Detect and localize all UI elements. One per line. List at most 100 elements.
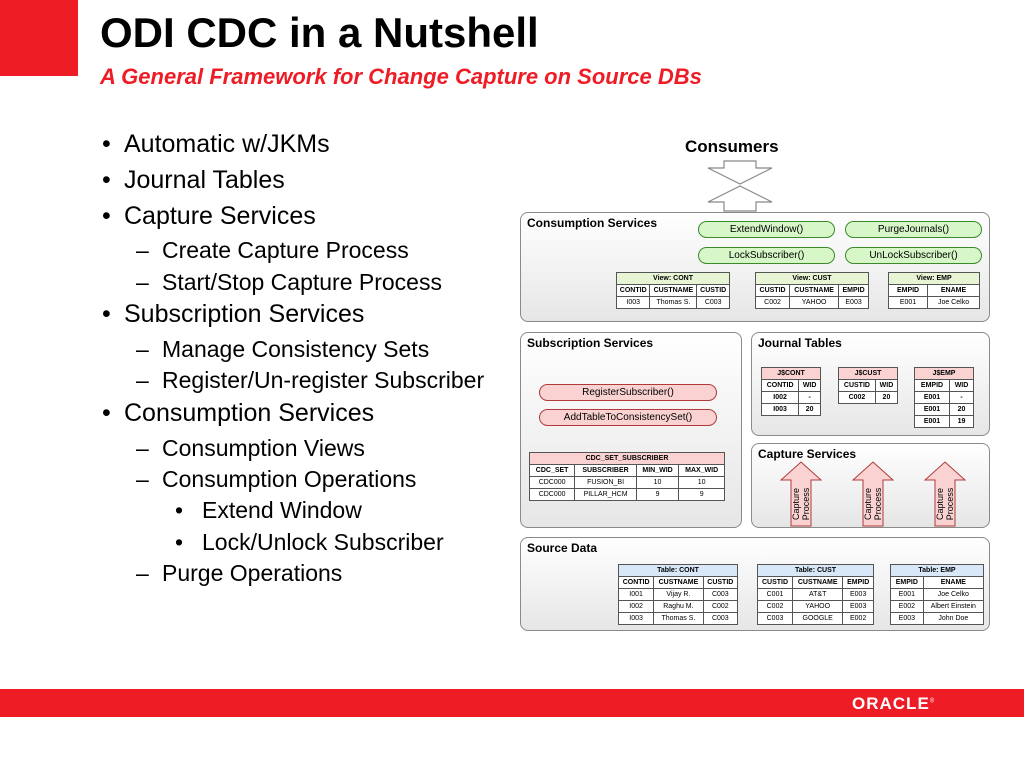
sub-bullet-item: Consumption Views	[100, 435, 500, 462]
page-title: ODI CDC in a Nutshell	[100, 9, 539, 56]
unlock-subscriber-button[interactable]: UnLockSubscriber()	[845, 247, 982, 264]
column-header: EMPID	[842, 576, 874, 589]
column-header: SUBSCRIBER	[574, 464, 637, 477]
table-cell: 9	[635, 488, 680, 501]
table-cell: PILLAR_HCM	[574, 488, 637, 501]
footer-bar	[0, 689, 1024, 717]
panel-title: Capture Services	[758, 447, 857, 461]
column-header: WID	[949, 379, 974, 392]
table-cell: C002	[702, 600, 739, 613]
capture-process-label: Process	[945, 487, 955, 520]
table-cell: GOOGLE	[791, 612, 844, 625]
column-header: CUSTID	[702, 576, 739, 589]
consumers-label: Consumers	[685, 137, 779, 156]
register-subscriber-button[interactable]: RegisterSubscriber()	[539, 384, 717, 401]
table-cell: YAHOO	[791, 600, 844, 613]
table-cell: 20	[949, 403, 974, 416]
table-caption: J$EMP	[914, 367, 974, 380]
add-table-to-consistency-set-button[interactable]: AddTableToConsistencySet()	[539, 409, 717, 426]
table-cell: CDC000	[528, 476, 576, 489]
table-cell: E003	[838, 296, 869, 309]
column-header: CUSTNAME	[789, 284, 840, 297]
capture-process-label: Process	[801, 487, 811, 520]
column-header: CUSTNAME	[653, 576, 704, 589]
table-cell: YAHOO	[789, 296, 840, 309]
table-caption: CDC_SET_SUBSCRIBER	[529, 452, 725, 465]
column-header: CONTID	[617, 576, 655, 589]
table-cell: I003	[617, 612, 655, 625]
column-header: EMPID	[913, 379, 951, 392]
table-caption: Table: CUST	[757, 564, 874, 577]
table-cell: Joe Celko	[927, 296, 980, 309]
bidirectional-arrow-icon	[707, 160, 773, 212]
table-cell: E001	[913, 415, 951, 428]
table-row: I002-	[760, 391, 821, 404]
table-cell: C003	[702, 612, 739, 625]
table-cell: E001	[913, 403, 951, 416]
column-header: ENAME	[922, 576, 985, 589]
table-cell: C003	[696, 296, 730, 309]
capture-process-label: Process	[873, 487, 883, 520]
column-header: CONTID	[760, 379, 800, 392]
table-cell: I003	[760, 403, 800, 416]
table-caption: J$CONT	[761, 367, 821, 380]
capture-process-label: Capture	[791, 488, 801, 520]
table-cell: 20	[798, 403, 821, 416]
red-corner-block	[0, 0, 78, 76]
table-cell: AT&T	[791, 588, 844, 601]
table-cell: C003	[702, 588, 739, 601]
capture-process-arrow-icon: Capture Process	[852, 461, 894, 527]
capture-process-arrow-icon: Capture Process	[924, 461, 966, 527]
table-caption: J$CUST	[838, 367, 898, 380]
table-cell: C002	[757, 600, 793, 613]
subscription-services-panel: Subscription Services RegisterSubscriber…	[520, 332, 742, 528]
column-header: EMPID	[887, 284, 929, 297]
table-cell: Joe Celko	[922, 588, 985, 601]
column-header: CUSTID	[757, 576, 793, 589]
panel-title: Subscription Services	[527, 336, 654, 350]
table-cell: I002	[760, 391, 800, 404]
table-cell: E001	[887, 296, 929, 309]
table-cell: E003	[890, 612, 924, 625]
extend-window-button[interactable]: ExtendWindow()	[698, 221, 835, 238]
table-cell: Albert Einstein	[922, 600, 985, 613]
sub-bullet-item: Manage Consistency Sets	[100, 336, 500, 363]
table-caption: Table: CONT	[618, 564, 738, 577]
column-header: ENAME	[927, 284, 980, 297]
column-header: CDC_SET	[528, 464, 576, 477]
column-header: EMPID	[838, 284, 869, 297]
column-header: WID	[798, 379, 821, 392]
sub-bullet-item: Consumption Operations	[100, 466, 500, 493]
column-header: CUSTNAME	[649, 284, 698, 297]
table-cell: 10	[635, 476, 680, 489]
bullet-item: Capture Services	[100, 202, 500, 231]
consumption-services-panel: Consumption Services ExtendWindow() Purg…	[520, 212, 990, 322]
sub-bullet-item: Register/Un-register Subscriber	[100, 367, 500, 394]
table-cell: John Doe	[922, 612, 985, 625]
registered-mark: ®	[929, 698, 936, 705]
purge-journals-button[interactable]: PurgeJournals()	[845, 221, 982, 238]
table-cell: C002	[838, 391, 876, 404]
lock-subscriber-button[interactable]: LockSubscriber()	[698, 247, 835, 264]
panel-title: Journal Tables	[758, 336, 842, 350]
table-cell: I001	[617, 588, 655, 601]
table-cell: Vijay R.	[653, 588, 704, 601]
table-cell: I003	[615, 296, 651, 309]
bullet-item: Journal Tables	[100, 166, 500, 195]
table-cell: E002	[890, 600, 924, 613]
